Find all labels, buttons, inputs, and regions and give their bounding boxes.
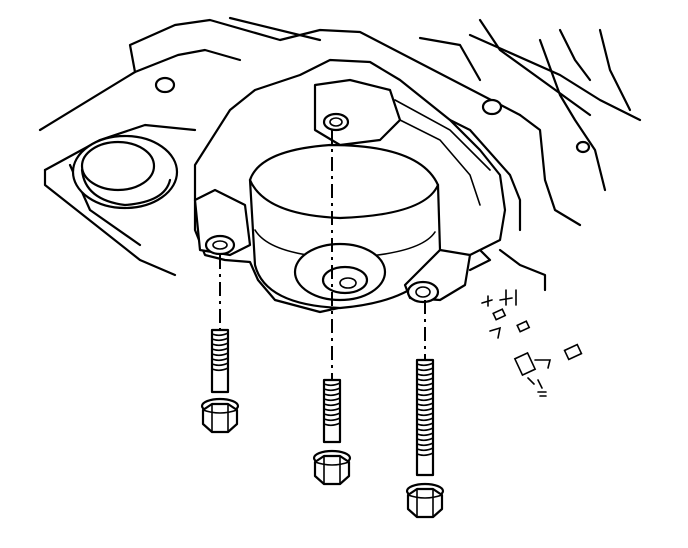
mounting-bolt-right xyxy=(405,358,445,519)
solenoid-body xyxy=(193,58,507,314)
mounting-bolt-center xyxy=(312,378,352,486)
valve-body-housing xyxy=(38,16,642,292)
detail-marks xyxy=(481,289,583,397)
mounting-bolt-left xyxy=(200,328,240,434)
